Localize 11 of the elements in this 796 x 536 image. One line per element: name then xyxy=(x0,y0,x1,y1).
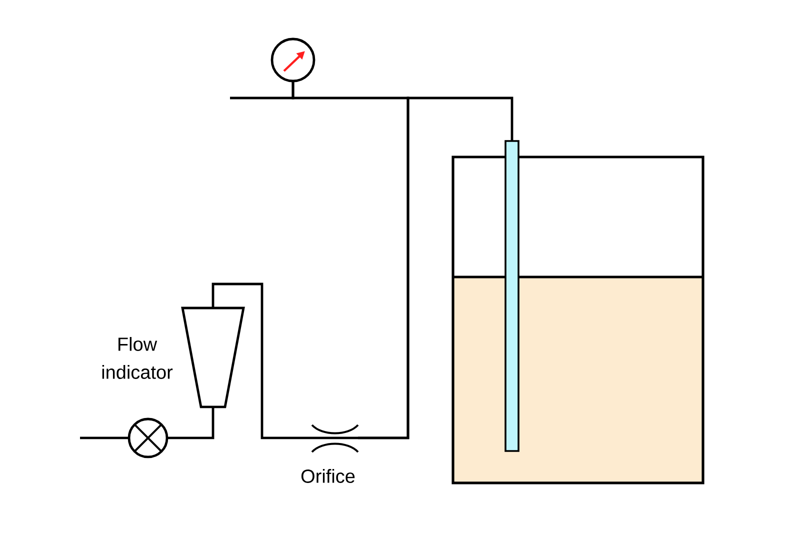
pipe-line xyxy=(80,436,129,440)
component-label: Flow indicator xyxy=(102,337,173,379)
component-label: Orifice xyxy=(301,469,355,483)
pipe-line xyxy=(212,282,312,440)
pipe-line xyxy=(167,406,214,440)
pressure-gauge xyxy=(270,38,316,82)
tank xyxy=(452,156,704,484)
orifice-symbol xyxy=(311,424,359,453)
valve-symbol xyxy=(128,418,168,458)
pipe-line xyxy=(230,81,294,100)
flow-indicator xyxy=(181,306,245,408)
